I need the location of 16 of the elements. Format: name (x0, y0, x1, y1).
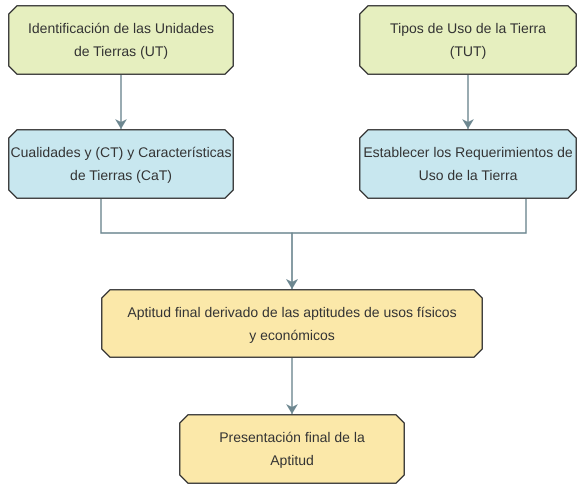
arrow (462, 75, 474, 129)
process-box (179, 414, 405, 484)
box-text: Identificación de las Unidades de Tierras (UT) (26, 19, 215, 61)
process-box (8, 5, 234, 75)
arrow (286, 358, 298, 414)
arrow (286, 199, 527, 289)
process-box (359, 5, 577, 75)
box-text: Establecer los Requerimientos de Uso de la Tierra (362, 143, 574, 185)
box-text: Presentación final de la Aptitud (218, 428, 366, 470)
box-text: Aptitud final derivado de las aptitudes de usos físicos y económicos (126, 302, 458, 345)
box-text: Cualidades y (CT) y Características de Tierras (CaT) (10, 143, 232, 185)
process-box (8, 129, 234, 199)
box-text: Tipos de Uso de la Tierra (TUT) (389, 19, 547, 61)
process-box (359, 129, 577, 199)
arrow (115, 75, 127, 129)
process-box (101, 289, 483, 358)
